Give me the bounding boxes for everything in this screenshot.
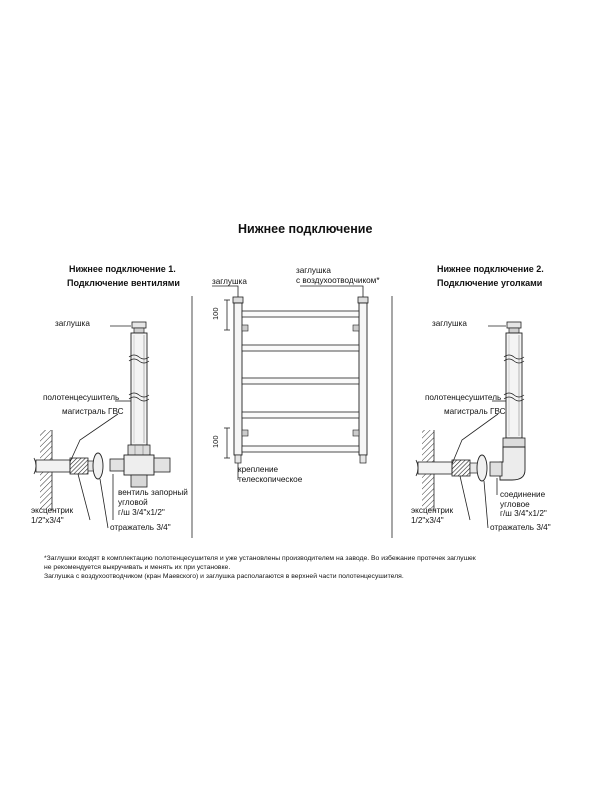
center-mount-label-2: телескопическое	[238, 475, 303, 484]
right-plug-label: заглушка	[432, 319, 467, 328]
right-eccentric-label-1: эксцентрик	[411, 506, 454, 515]
rung	[241, 377, 360, 385]
dimension-bottom: 100	[211, 435, 220, 448]
center-air-plug-icon	[357, 296, 369, 304]
left-main-label: магистраль ГВС	[62, 407, 124, 416]
left-valve-label-2: угловой	[118, 498, 148, 507]
page-title: Нижнее подключение	[238, 222, 373, 236]
center-plug-label: заглушка	[212, 277, 247, 286]
left-plug-icon	[131, 321, 147, 329]
footnote-line-3: Заглушка с воздухоотводчиком (кран Маевс…	[44, 573, 404, 580]
right-reflector-icon	[476, 454, 488, 482]
left-heading-2: Подключение вентилями	[67, 278, 180, 288]
footnote-line-2: не рекомендуется выкручивать и менять их…	[44, 564, 231, 571]
right-main-pipe	[417, 461, 453, 475]
right-heading-1: Нижнее подключение 2.	[437, 264, 544, 274]
right-pipe	[505, 332, 523, 439]
right-eccentric-icon	[451, 459, 471, 477]
right-elbow-icon	[499, 446, 526, 481]
right-heading-2: Подключение уголками	[437, 278, 543, 288]
footnote-line-1: *Заглушки входят в комплектацию полотенц…	[44, 555, 476, 562]
left-pipe	[130, 332, 148, 446]
left-eccentric-label-1: эксцентрик	[31, 506, 74, 515]
left-towel-dryer-label: полотенцесушитель	[43, 393, 120, 402]
center-air-plug-label-2: с воздухоотводчиком*	[296, 276, 380, 285]
right-plug-icon	[506, 321, 522, 329]
right-reflector-label: отражатель 3/4"	[490, 523, 551, 532]
dimension-top: 100	[211, 307, 220, 320]
right-connection-label-3: г/ш 3/4"х1/2"	[500, 509, 547, 518]
rung	[241, 344, 360, 352]
left-valve-label-1: вентиль запорный	[118, 488, 188, 497]
rung	[241, 411, 360, 419]
left-valve-icon	[123, 454, 155, 476]
center-mount-label-1: крепление	[238, 465, 279, 474]
rung	[241, 445, 360, 453]
left-eccentric-icon	[69, 457, 89, 475]
center-air-plug-label-1: заглушка	[296, 266, 331, 275]
left-reflector-icon	[92, 452, 104, 480]
left-heading-1: Нижнее подключение 1.	[69, 264, 176, 274]
center-plug-icon	[232, 296, 244, 304]
right-main-label: магистраль ГВС	[444, 407, 506, 416]
center-towel-dryer	[212, 285, 369, 480]
left-assembly	[33, 321, 171, 529]
right-connection-label-1: соединение	[500, 490, 546, 499]
left-eccentric-label-2: 1/2"х3/4"	[31, 516, 64, 525]
left-reflector-label: отражатель 3/4"	[110, 523, 171, 532]
left-valve-label-3: г/ш 3/4"х1/2"	[118, 508, 165, 517]
right-towel-dryer-label: полотенцесушитель	[425, 393, 502, 402]
right-assembly	[415, 321, 526, 529]
mount-icon	[241, 324, 249, 332]
left-main-pipe	[35, 459, 71, 473]
right-connection-label-2: угловое	[500, 500, 530, 509]
left-plug-label: заглушка	[55, 319, 90, 328]
rung	[241, 310, 360, 318]
right-eccentric-label-2: 1/2"х3/4"	[411, 516, 444, 525]
